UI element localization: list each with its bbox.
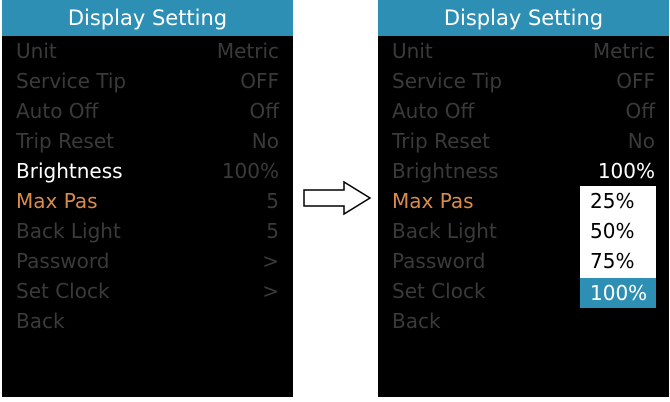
menu-item-unit[interactable]: Unit Metric [378, 36, 669, 66]
menu-item-label: Max Pas [16, 189, 98, 213]
menu-item-label: Auto Off [392, 99, 475, 123]
menu-item-label: Brightness [16, 159, 123, 183]
menu-item-label: Back Light [392, 219, 497, 243]
menu-item-trip-reset[interactable]: Trip Reset No [378, 126, 669, 156]
brightness-dropdown[interactable]: 25% 50% 75% 100% [580, 186, 656, 308]
menu-item-back[interactable]: Back [378, 306, 669, 336]
menu-item-label: Unit [16, 39, 57, 63]
menu-item-label: Max Pas [392, 189, 474, 213]
menu-item-value: OFF [240, 69, 279, 93]
dropdown-option[interactable]: 75% [590, 249, 635, 273]
menu-item-label: Password [16, 249, 110, 273]
menu-item-value: 100% [221, 159, 279, 183]
menu-item-label: Back Light [16, 219, 121, 243]
menu-item-label: Password [392, 249, 486, 273]
menu-item-value: No [627, 129, 655, 153]
dropdown-option-selected[interactable]: 100% [580, 278, 656, 308]
menu-item-label: Service Tip [16, 69, 127, 93]
menu-item-label: Brightness [392, 159, 499, 183]
menu-item-value: Metric [216, 39, 279, 63]
menu-item-label: Set Clock [392, 279, 486, 303]
menu-item-label: Set Clock [16, 279, 110, 303]
menu-item-value: Metric [592, 39, 655, 63]
menu-item-label: Trip Reset [392, 129, 490, 153]
menu-item-back-light[interactable]: Back Light 5 [2, 216, 293, 246]
menu-item-brightness[interactable]: Brightness 100% [378, 156, 669, 186]
left-screen: Display Setting Unit Metric Service Tip … [2, 0, 293, 397]
menu-item-value: No [251, 129, 279, 153]
menu-item-value: 5 [266, 189, 279, 213]
menu-item-password[interactable]: Password [378, 246, 669, 276]
menu-item-service-tip[interactable]: Service Tip OFF [378, 66, 669, 96]
menu-item-back[interactable]: Back [2, 306, 293, 336]
menu-item-label: Back [16, 309, 65, 333]
menu-item-value: 100% [597, 159, 655, 183]
menu-item-value: OFF [616, 69, 655, 93]
menu-item-password[interactable]: Password > [2, 246, 293, 276]
header-title: Display Setting [378, 0, 669, 36]
menu-item-label: Back [392, 309, 441, 333]
menu-item-label: Unit [392, 39, 433, 63]
menu-item-brightness[interactable]: Brightness 100% [2, 156, 293, 186]
menu-item-value: 5 [266, 219, 279, 243]
menu-item-max-pas[interactable]: Max Pas [378, 186, 669, 216]
menu-item-set-clock[interactable]: Set Clock [378, 276, 669, 306]
menu-item-label: Auto Off [16, 99, 99, 123]
dropdown-option[interactable]: 25% [590, 189, 635, 213]
header-title: Display Setting [2, 0, 293, 36]
menu-item-value: > [262, 249, 279, 273]
menu-item-auto-off[interactable]: Auto Off Off [378, 96, 669, 126]
menu-item-value: > [262, 279, 279, 303]
menu-item-back-light[interactable]: Back Light [378, 216, 669, 246]
menu-item-unit[interactable]: Unit Metric [2, 36, 293, 66]
dropdown-option[interactable]: 50% [590, 219, 635, 243]
menu-item-auto-off[interactable]: Auto Off Off [2, 96, 293, 126]
menu-item-value: Off [625, 99, 655, 123]
menu-item-trip-reset[interactable]: Trip Reset No [2, 126, 293, 156]
menu-item-label: Trip Reset [16, 129, 114, 153]
right-arrow-icon [303, 180, 372, 216]
menu-item-service-tip[interactable]: Service Tip OFF [2, 66, 293, 96]
menu-item-max-pas[interactable]: Max Pas 5 [2, 186, 293, 216]
right-screen: Display Setting Unit Metric Service Tip … [378, 0, 669, 397]
menu-item-value: Off [249, 99, 279, 123]
menu-item-set-clock[interactable]: Set Clock > [2, 276, 293, 306]
menu-item-label: Service Tip [392, 69, 503, 93]
